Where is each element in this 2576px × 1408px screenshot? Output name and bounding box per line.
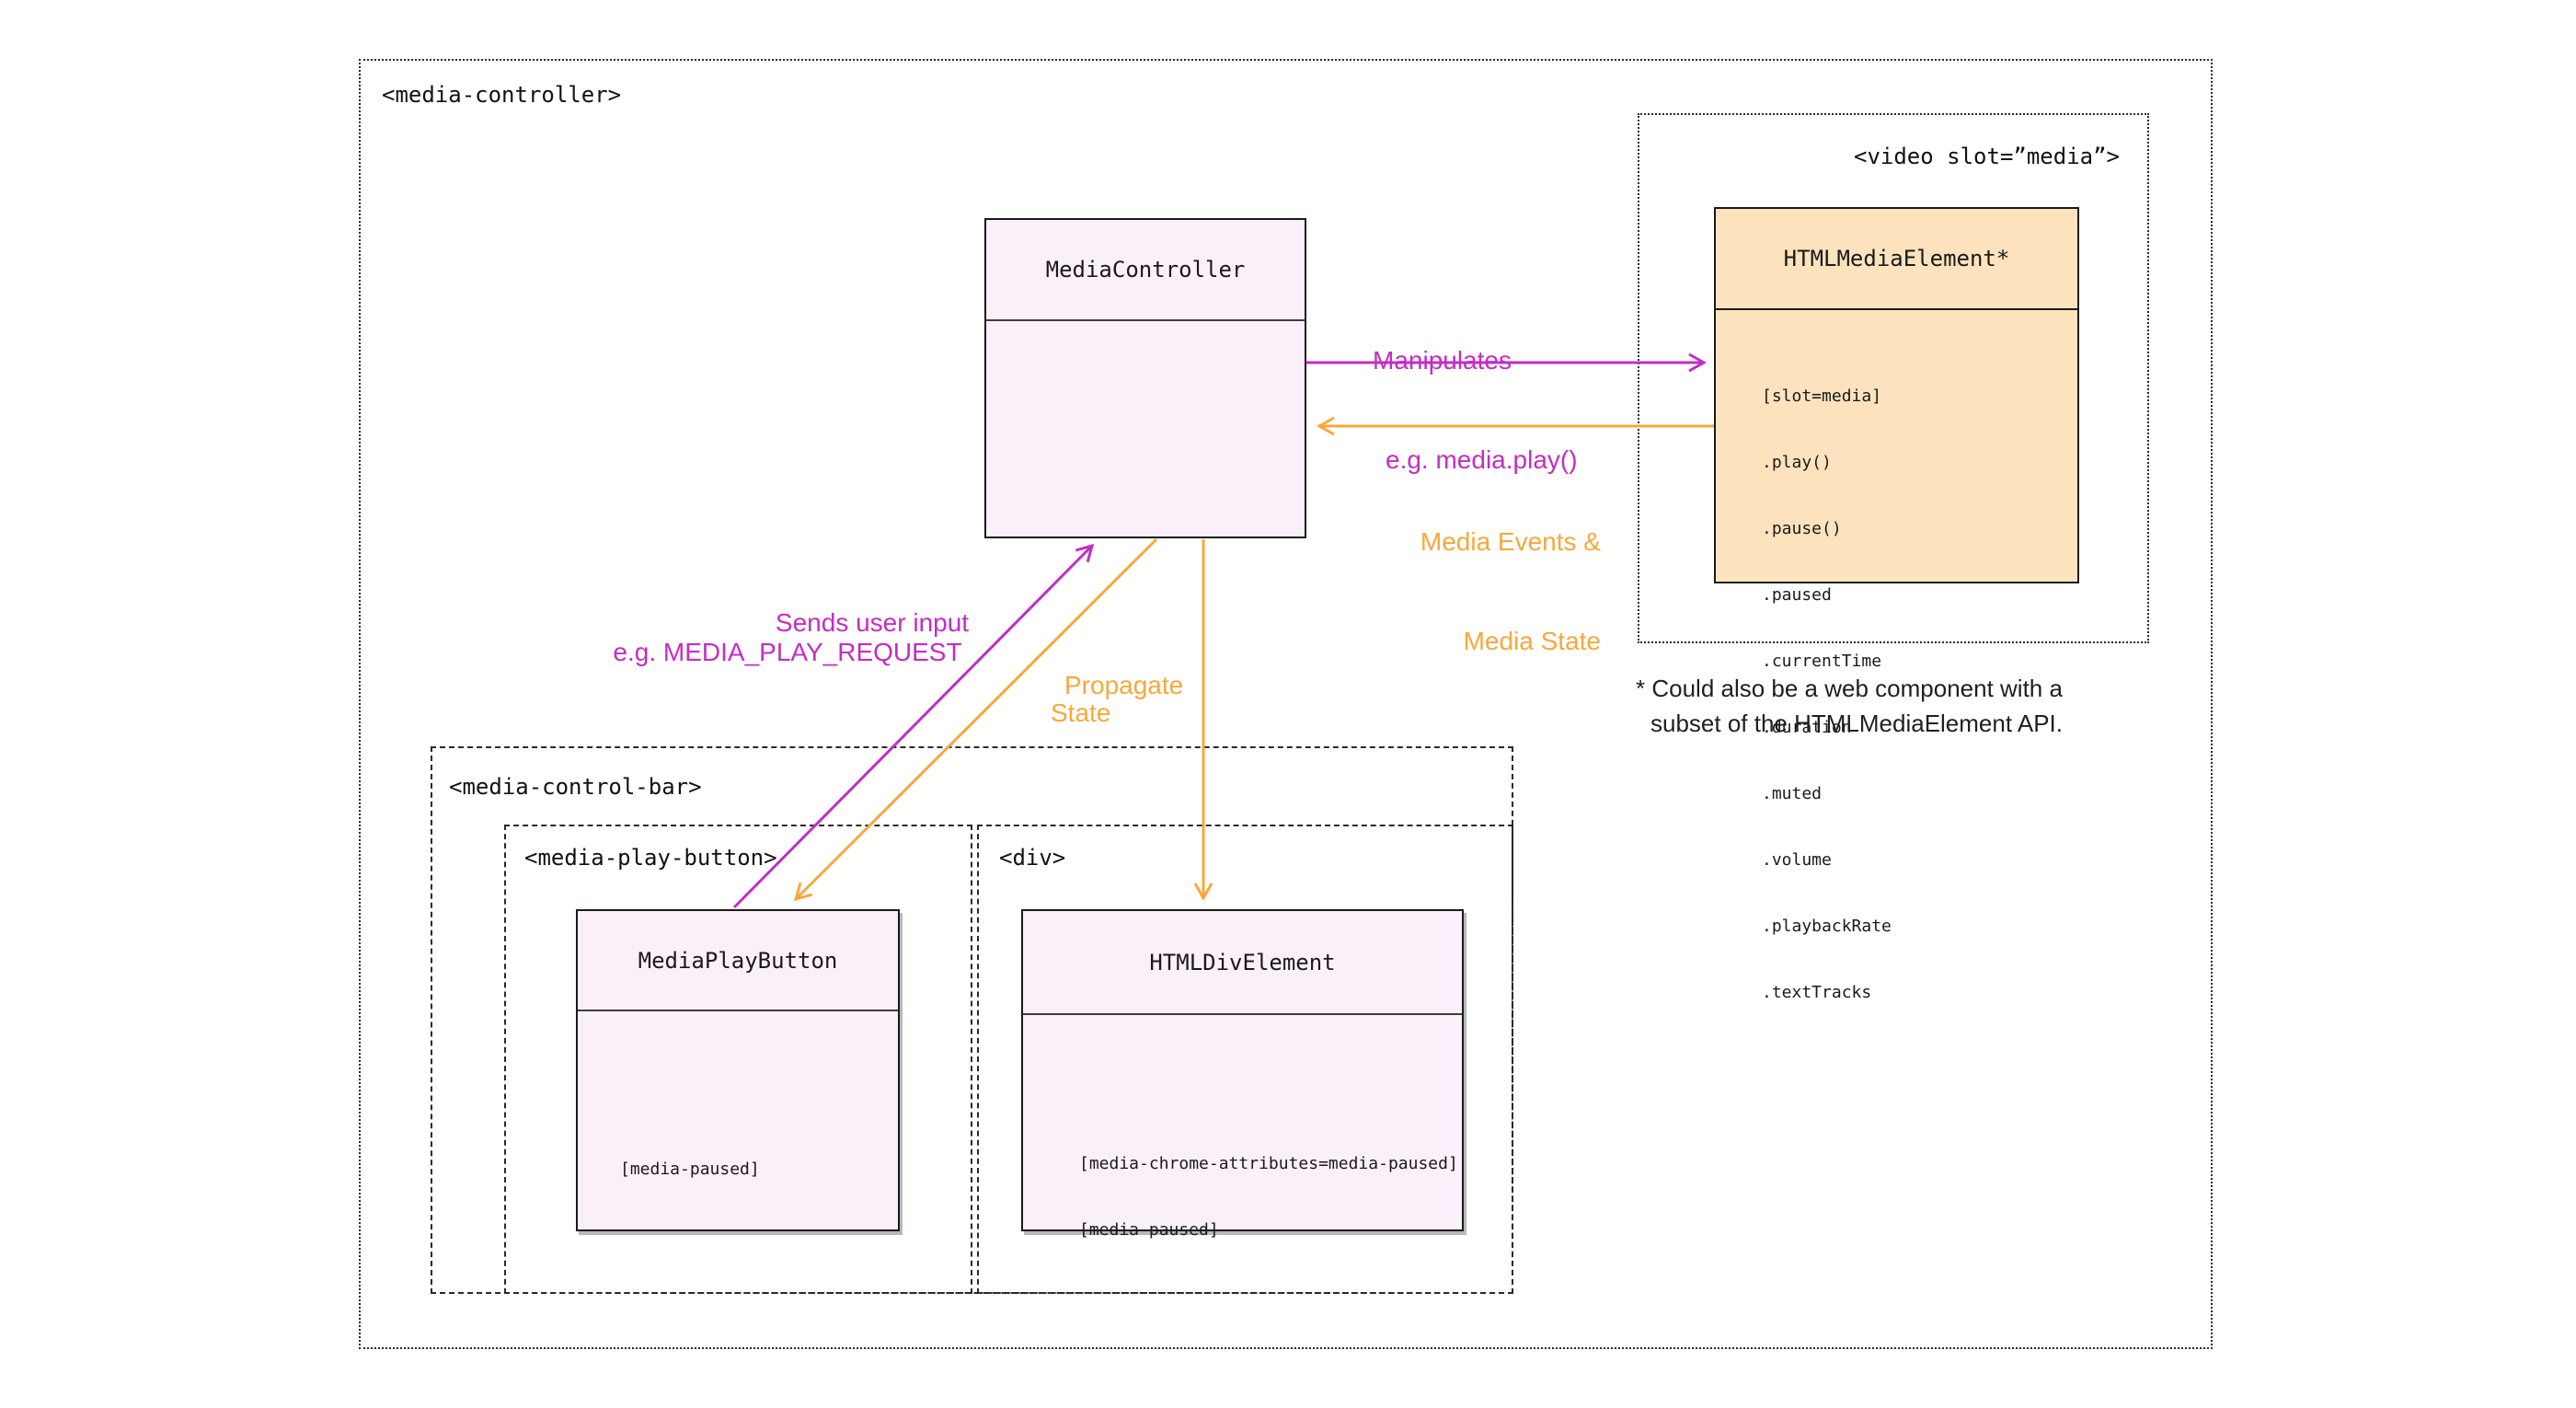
media-play-button-tag-label: <media-play-button> [524,845,777,871]
media-controller-class-box: MediaController [984,218,1306,538]
propagate-state-label-line2: State [1051,698,1111,727]
media-control-bar-tag-label: <media-control-bar> [449,774,702,800]
propagate-state-label-line1: Propagate [1064,671,1184,699]
html-div-element-box: HTMLDivElement [media-chrome-attributes=… [1021,909,1464,1240]
media-controller-tag-label: <media-controller> [382,82,622,108]
media-controller-container [359,59,2213,1349]
manipulates-label: Manipulates e.g. media.play() [1373,346,1578,474]
html-media-element-attrs: [slot=media] .play() .pause() .paused .c… [1762,387,1892,1002]
video-slot-container [1638,113,2149,643]
media-controller-class-title: MediaController [986,220,1305,321]
html-media-element-title: HTMLMediaElement* [1716,209,2077,310]
media-play-button-class-title: MediaPlayButton [578,911,898,1011]
sends-user-input-label-line1: Sends user input [775,608,970,637]
div-container [977,825,1513,1294]
media-play-button-attrs: [media-paused] [620,1160,760,1179]
html-media-element-box: HTMLMediaElement* [slot=media] .play() .… [1714,207,2079,1002]
sends-user-input-label-line2: e.g. MEDIA_PLAY_REQUEST [613,638,962,666]
html-div-element-title: HTMLDivElement [1023,911,1462,1015]
html-div-element-attrs: [media-chrome-attributes=media-paused] [… [1079,1154,1458,1240]
div-tag-label: <div> [999,845,1066,871]
media-play-button-class-box: MediaPlayButton [media-paused] [576,909,900,1231]
footnote: * Could also be a web component with a s… [1636,675,2063,737]
video-slot-tag-label: <video slot=”media”> [1854,144,2120,169]
media-events-label: Media Events & Media State [1420,527,1601,655]
